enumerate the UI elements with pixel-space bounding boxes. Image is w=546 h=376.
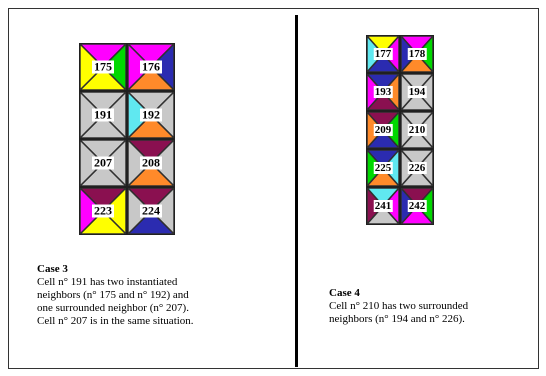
tile-number: 178	[408, 48, 427, 60]
tile-number: 226	[408, 162, 427, 174]
tile-cell: 223	[79, 187, 127, 235]
tile-cell: 224	[127, 187, 175, 235]
tile-cell: 175	[79, 43, 127, 91]
case3-title: Case 3	[37, 263, 267, 276]
tile-cell: 210	[400, 111, 434, 149]
tile-cell: 178	[400, 35, 434, 73]
tile-number: 207	[92, 157, 114, 170]
tile-cell: 191	[79, 91, 127, 139]
case3-caption: Case 3 Cell n° 191 has two instantiated …	[37, 263, 267, 328]
tile-cell: 241	[366, 187, 400, 225]
case4-tile-grid: 177 178 193 194 209 210 225 226 241 242	[366, 35, 434, 225]
tile-number: 192	[140, 109, 162, 122]
tile-number: 191	[92, 109, 114, 122]
tile-number: 242	[408, 200, 427, 212]
tile-cell: 225	[366, 149, 400, 187]
case4-line-1: Cell n° 210 has two surrounded	[329, 300, 468, 312]
tile-cell: 209	[366, 111, 400, 149]
tile-cell: 192	[127, 91, 175, 139]
tile-number: 194	[408, 86, 427, 98]
tile-cell: 194	[400, 73, 434, 111]
figure-frame: 175 176 191 192 207 208 223 224 Case 3 Cell n° …	[8, 8, 539, 369]
tile-number: 175	[92, 61, 114, 74]
tile-cell: 242	[400, 187, 434, 225]
tile-cell: 176	[127, 43, 175, 91]
tile-number: 193	[374, 86, 393, 98]
case3-line-4: Cell n° 207 is in the same situation.	[37, 315, 194, 327]
tile-number: 208	[140, 157, 162, 170]
tile-cell: 208	[127, 139, 175, 187]
case4-title: Case 4	[329, 287, 539, 300]
tile-number: 225	[374, 162, 393, 174]
tile-number: 176	[140, 61, 162, 74]
case3-line-3: one surrounded neighbor (n° 207).	[37, 302, 189, 314]
case4-caption: Case 4 Cell n° 210 has two surrounded ne…	[329, 287, 539, 326]
tile-cell: 226	[400, 149, 434, 187]
tile-number: 177	[374, 48, 393, 60]
case3-tile-grid: 175 176 191 192 207 208 223 224	[79, 43, 175, 235]
case3-line-2: neighbors (n° 175 and n° 192) and	[37, 289, 189, 301]
tile-number: 224	[140, 205, 162, 218]
tile-number: 241	[374, 200, 393, 212]
tile-number: 210	[408, 124, 427, 136]
case3-line-1: Cell n° 191 has two instantiated	[37, 276, 177, 288]
tile-cell: 193	[366, 73, 400, 111]
tile-number: 209	[374, 124, 393, 136]
column-divider	[295, 15, 298, 367]
tile-number: 223	[92, 205, 114, 218]
case4-line-2: neighbors (n° 194 and n° 226).	[329, 313, 465, 325]
tile-cell: 207	[79, 139, 127, 187]
tile-cell: 177	[366, 35, 400, 73]
